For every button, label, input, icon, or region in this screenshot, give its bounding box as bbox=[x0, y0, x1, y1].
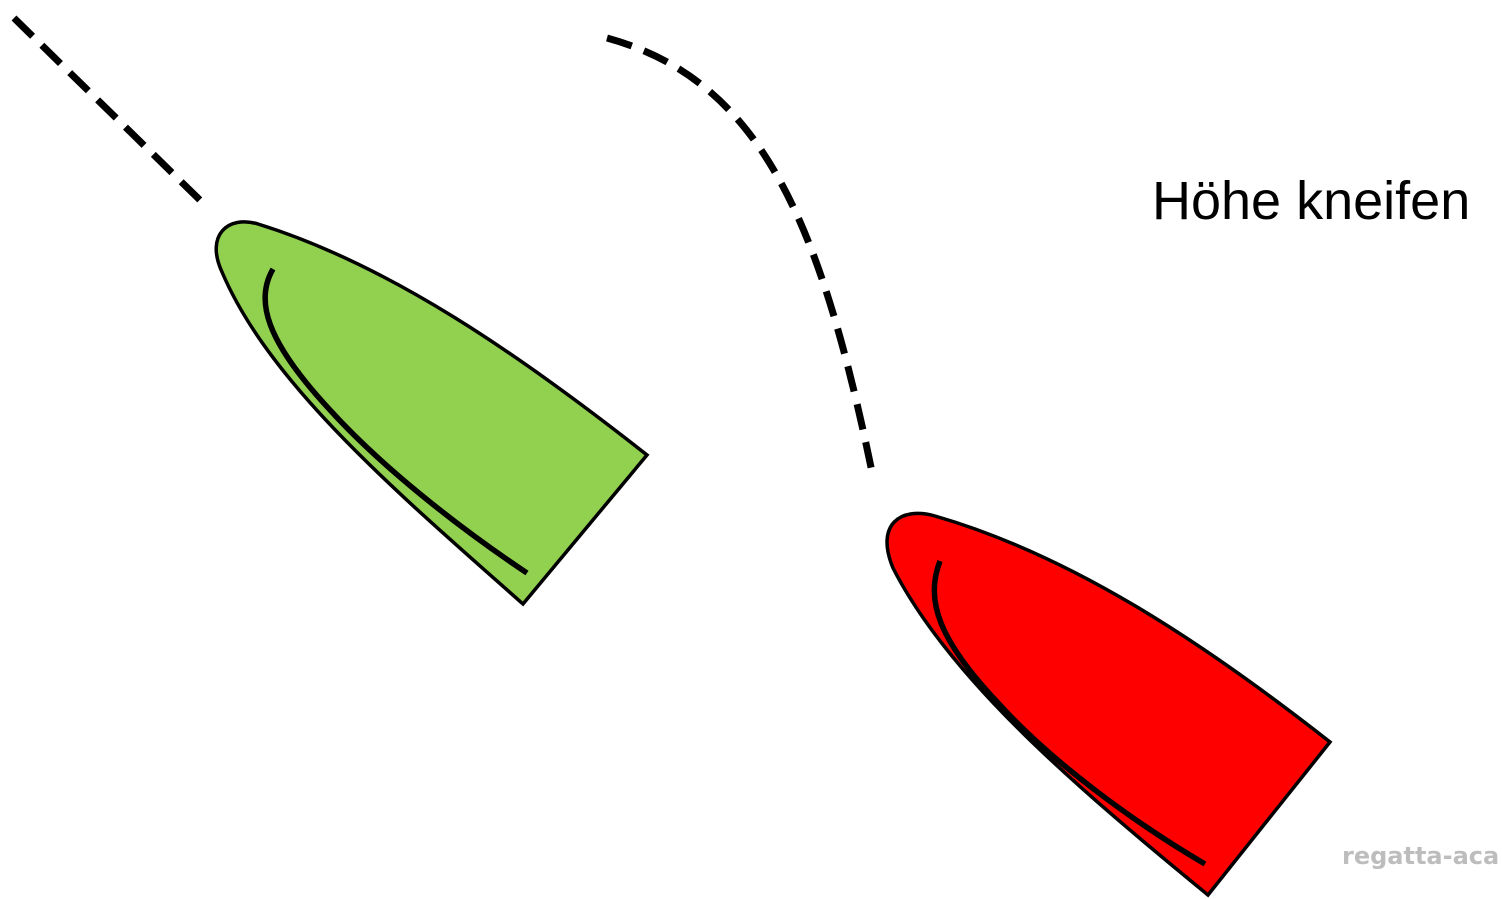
red-boat-keel-line bbox=[931, 560, 1207, 867]
green-boat-keel-line bbox=[262, 267, 529, 576]
diagram-caption: Höhe kneifen bbox=[1152, 171, 1471, 231]
red-boat-hull bbox=[885, 511, 1333, 898]
red-boat bbox=[885, 511, 1333, 898]
watermark-text: regatta-aca bbox=[1342, 842, 1500, 870]
red-boat-track bbox=[606, 34, 876, 473]
green-boat-hull bbox=[214, 220, 650, 607]
green-boat-track bbox=[11, 15, 209, 209]
green-boat bbox=[214, 220, 650, 607]
